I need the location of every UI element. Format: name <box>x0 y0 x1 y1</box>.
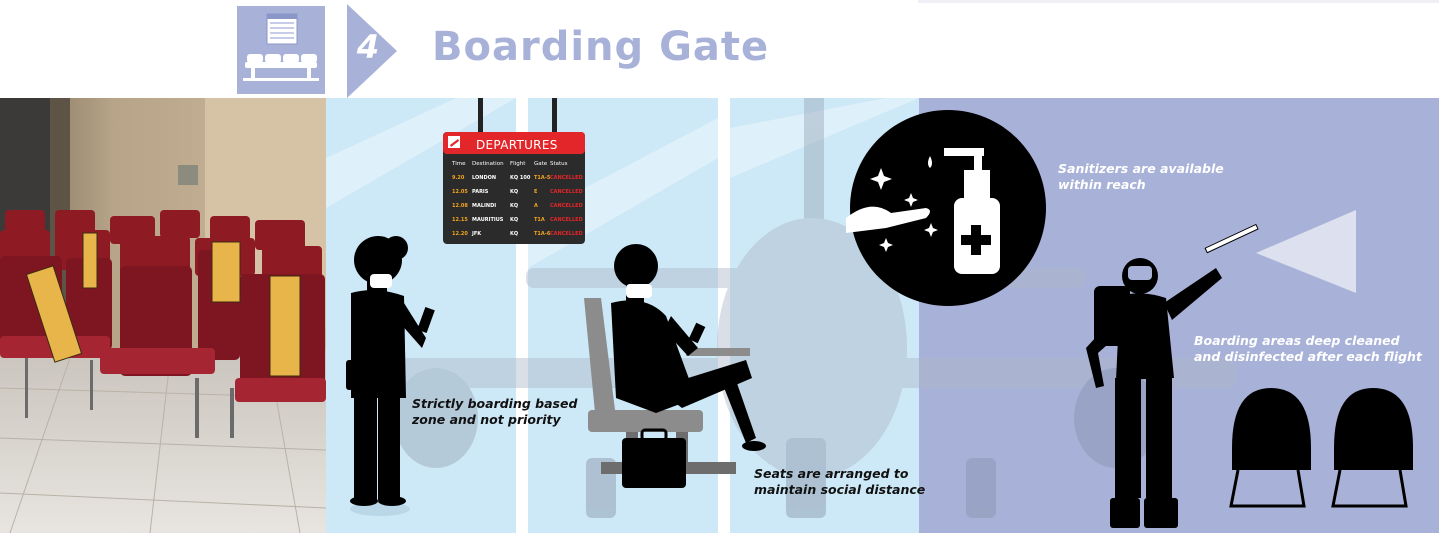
seated-passenger <box>584 244 766 488</box>
gate-photo <box>0 98 327 533</box>
board-col-flight: Flight <box>510 161 526 167</box>
board-col-time: Time <box>452 161 466 167</box>
gate-chairs <box>1229 388 1413 508</box>
board-col-gate: Gate <box>534 161 548 167</box>
board-col-destination: Destination <box>472 161 504 167</box>
chevron-right-icon <box>347 4 397 98</box>
woman-silhouette <box>346 236 435 516</box>
step-number: 4 <box>356 28 380 66</box>
board-col-status: Status <box>550 161 568 167</box>
header-divider <box>918 0 1439 3</box>
cleaning-worker <box>1086 223 1259 528</box>
board-title: DEPARTURES <box>476 138 558 152</box>
gate-seating-icon <box>237 6 325 94</box>
hand-sanitizer-icon <box>846 110 1046 306</box>
page-title: Boarding Gate <box>432 24 770 70</box>
boarding-illustration <box>326 18 1439 533</box>
departures-board <box>443 98 585 244</box>
